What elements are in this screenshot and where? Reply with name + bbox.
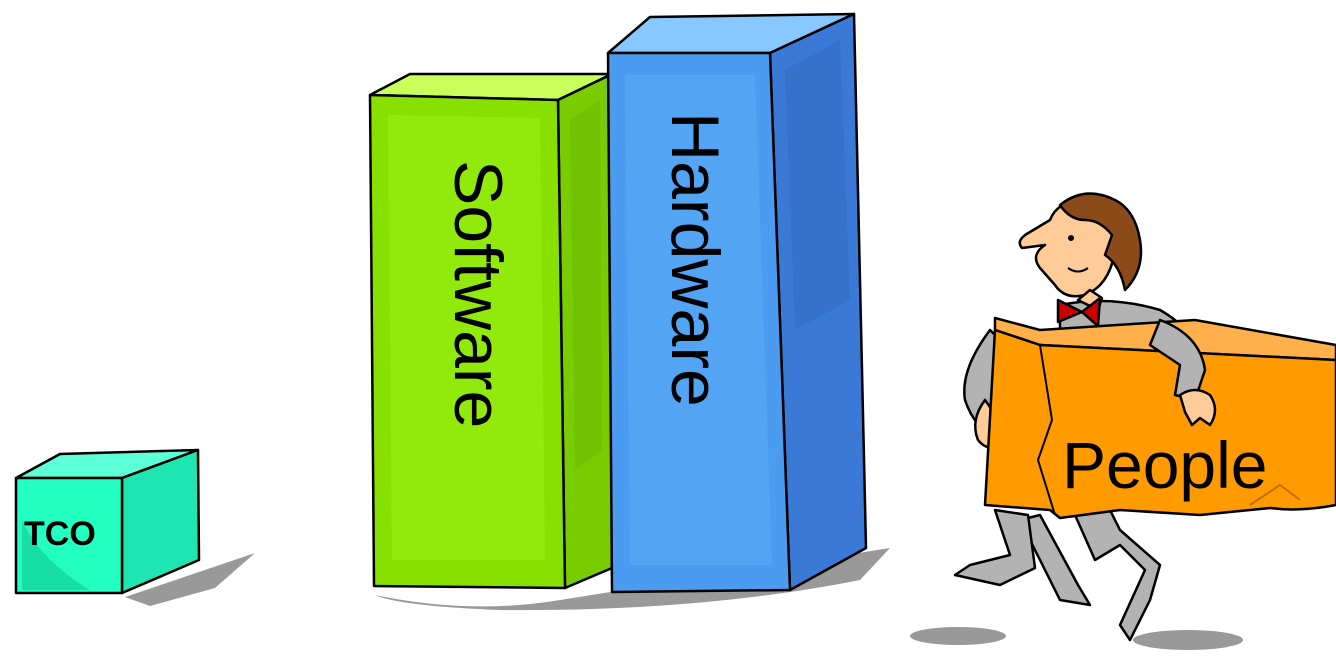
hardware-label: Hardware bbox=[657, 112, 733, 407]
people-label: People bbox=[1062, 428, 1268, 502]
hardware-block: Hardware bbox=[606, 12, 868, 594]
person-figure: People bbox=[953, 192, 1336, 642]
ground-shadows bbox=[125, 548, 1243, 650]
tco-block: TCO bbox=[14, 448, 201, 595]
tco-label: TCO bbox=[24, 515, 96, 553]
software-block: Software bbox=[368, 72, 614, 590]
software-label: Software bbox=[440, 160, 516, 428]
